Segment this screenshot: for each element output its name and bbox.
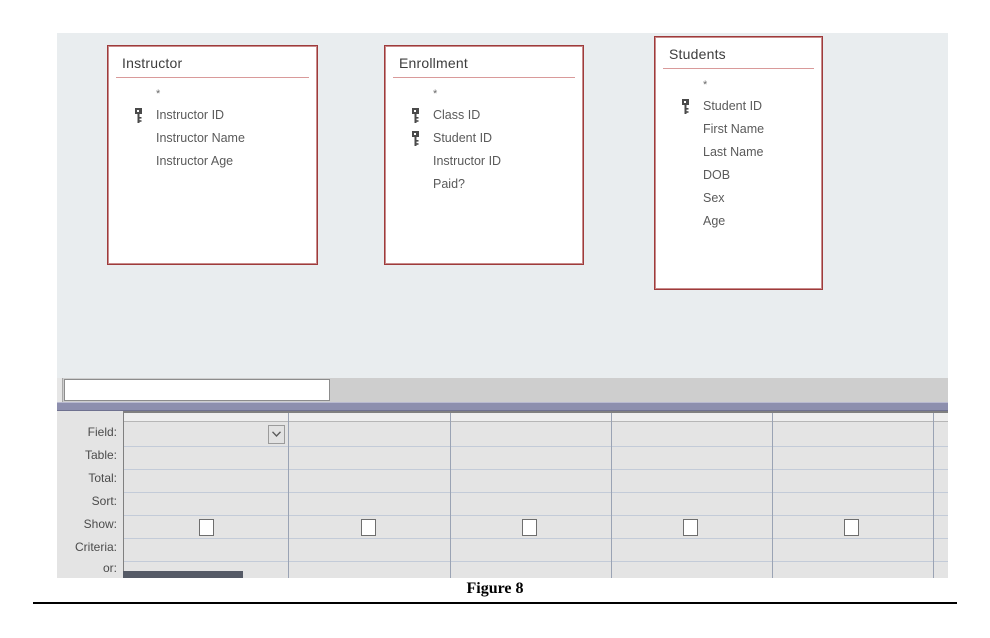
field-label: Sex [703,191,725,205]
field-label: DOB [703,168,731,182]
qbe-row-header-column: Field: Table: Total: Sort: Show: Criteria: or: [57,411,123,578]
show-checkbox[interactable] [199,519,214,536]
qbe-column[interactable] [124,413,289,578]
field-dropdown-button[interactable] [268,425,285,444]
field-row[interactable]: Age [655,210,822,233]
table-title: Students [669,46,726,62]
table-title: Instructor [122,55,183,71]
table-title-divider [393,77,575,78]
field-row[interactable]: Student ID [655,95,822,118]
qbe-column[interactable] [773,413,934,578]
scrollbar-thumb[interactable] [64,379,330,401]
qbe-column[interactable] [612,413,773,578]
field-label: Paid? [433,177,465,191]
primary-key-icon [412,108,419,123]
field-label: Age [703,214,726,228]
field-row[interactable]: Instructor Name [108,127,317,150]
qbe-grid-line [124,469,948,470]
primary-key-icon [682,99,689,114]
field-row[interactable]: Instructor Age [108,150,317,173]
field-label: * [703,79,708,91]
field-list: * Class ID Student ID Instructor ID Paid? [385,82,583,196]
show-checkbox[interactable] [683,519,698,536]
field-label: Instructor ID [156,108,225,122]
qbe-column-header-strip[interactable] [124,413,948,422]
table-field-list-box[interactable]: Enrollment * Class ID Student ID Instructor … [384,45,584,265]
qbe-row-label: Criteria: [74,540,117,554]
figure-caption: Figure 8 [466,580,524,597]
qbe-row-label: Sort: [91,494,117,508]
primary-key-icon [412,131,419,146]
chevron-down-icon [272,431,281,437]
qbe-grid-line [124,538,948,539]
field-row[interactable]: Last Name [655,141,822,164]
qbe-row-label: or: [102,561,117,575]
qbe-grid-line [124,446,948,447]
field-label: * [156,88,161,100]
field-row-all-fields[interactable]: * [655,75,822,95]
field-label: Class ID [433,108,481,122]
field-row[interactable]: DOB [655,164,822,187]
field-row[interactable]: Student ID [385,127,583,150]
table-title: Enrollment [399,55,468,71]
qbe-row-label: Total: [88,471,117,485]
field-label: Instructor Name [156,131,245,145]
primary-key-icon [135,108,142,123]
qbe-row-label: Table: [84,448,117,462]
table-title-divider [116,77,309,78]
show-checkbox[interactable] [361,519,376,536]
field-row-all-fields[interactable]: * [385,84,583,104]
field-row[interactable]: Paid? [385,173,583,196]
qbe-vertical-scrollbar-stub[interactable] [123,571,243,578]
field-label: Last Name [703,145,764,159]
qbe-grid-line [124,561,948,562]
qbe-grid-line [124,492,948,493]
field-row[interactable]: Instructor ID [108,104,317,127]
field-row-all-fields[interactable]: * [108,84,317,104]
designer-horizontal-scrollbar[interactable] [57,378,948,402]
qbe-row-label: Show: [83,517,117,531]
field-label: Instructor Age [156,154,234,168]
qbe-column[interactable] [934,413,948,578]
field-label: Student ID [703,99,763,113]
pane-splitter[interactable] [57,402,948,411]
qbe-column[interactable] [451,413,612,578]
show-checkbox[interactable] [522,519,537,536]
field-label: * [433,88,438,100]
field-row[interactable]: First Name [655,118,822,141]
field-row[interactable]: Class ID [385,104,583,127]
field-label: Student ID [433,131,493,145]
field-label: First Name [703,122,765,136]
qbe-grid-line [124,515,948,516]
query-by-example-pane: Field: Table: Total: Sort: Show: Criteria: or: [57,411,948,578]
table-title-divider [663,68,814,69]
show-checkbox[interactable] [844,519,859,536]
qbe-column[interactable] [289,413,451,578]
field-row[interactable]: Instructor ID [385,150,583,173]
qbe-row-label: Field: [87,425,117,439]
scrollbar-track-left[interactable] [57,378,63,402]
field-label: Instructor ID [433,154,502,168]
qbe-grid[interactable] [123,411,948,578]
caption-divider [33,602,957,604]
field-row[interactable]: Sex [655,187,822,210]
